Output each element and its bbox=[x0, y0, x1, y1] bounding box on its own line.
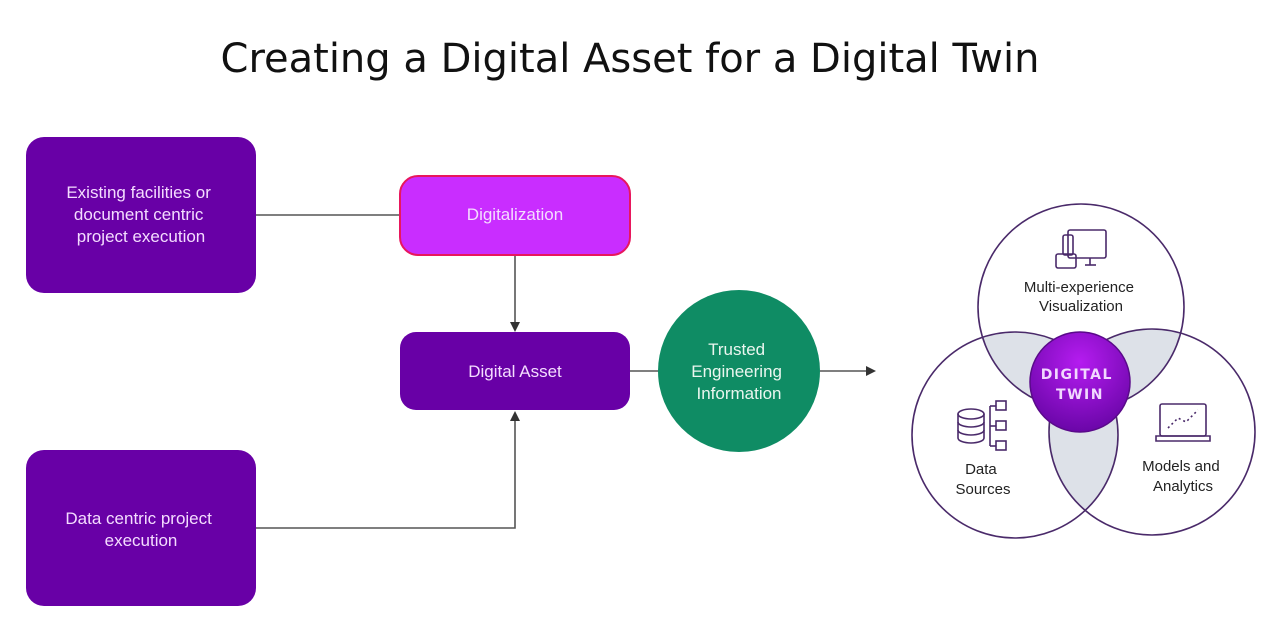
node-label: Digitalization bbox=[467, 205, 563, 224]
node-label: Trusted Engineering Information bbox=[691, 340, 786, 403]
node-label: Digital Asset bbox=[468, 362, 562, 381]
label-data-sources: Data Sources bbox=[955, 461, 1010, 498]
node-box bbox=[400, 332, 630, 410]
devices-icon bbox=[1055, 229, 1107, 269]
laptop-chart-icon bbox=[1155, 403, 1211, 442]
node-existing-facilities: Existing facilities or document centric … bbox=[26, 137, 256, 293]
venn-circle-data-sources bbox=[911, 331, 1119, 539]
label-visualization: Multi-experience Visualization bbox=[1024, 279, 1138, 315]
venn-circle-models bbox=[1048, 328, 1256, 536]
node-box bbox=[26, 137, 256, 293]
arrow-datacentric-to-asset bbox=[256, 411, 520, 529]
node-trusted-engineering-information: Trusted Engineering Information bbox=[658, 290, 820, 452]
node-digitalization: Digitalization bbox=[399, 175, 631, 256]
node-label: Existing facilities or document centric … bbox=[66, 183, 215, 246]
label-digital-twin: DIGITAL TWIN bbox=[1041, 367, 1120, 403]
node-circle bbox=[658, 290, 820, 452]
node-box bbox=[399, 175, 631, 256]
node-box bbox=[26, 450, 256, 606]
digital-twin-venn: Multi-experience Visualization Data Sour… bbox=[911, 203, 1256, 539]
database-icon bbox=[957, 400, 1007, 451]
digital-twin-core bbox=[1029, 331, 1131, 433]
node-label: Data centric project execution bbox=[65, 509, 216, 550]
node-digital-asset: Digital Asset bbox=[400, 332, 630, 410]
node-data-centric: Data centric project execution bbox=[26, 450, 256, 606]
page-title: Creating a Digital Asset for a Digital T… bbox=[221, 36, 1040, 82]
label-models-analytics: Models and Analytics bbox=[1142, 458, 1224, 495]
